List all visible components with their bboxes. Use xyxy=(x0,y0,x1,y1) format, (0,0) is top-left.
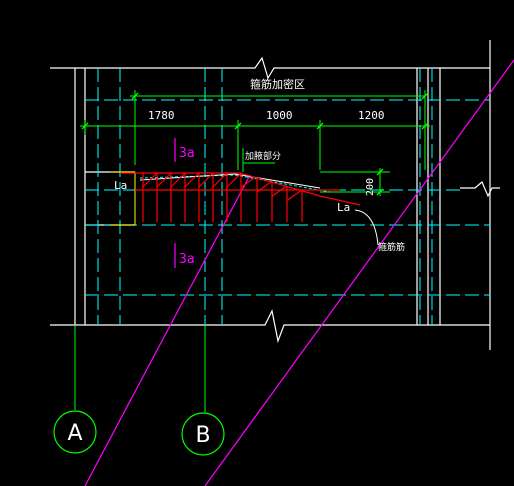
lap-label-left: La xyxy=(114,179,127,192)
dimension-label-1780: 1780 xyxy=(148,109,175,122)
axis-bubble-a xyxy=(53,410,97,454)
rebar-leader xyxy=(354,209,379,246)
stirrup-diagonal xyxy=(286,190,302,202)
haunch-label: 加腋部分 xyxy=(245,150,281,162)
rebar xyxy=(120,172,361,222)
lap-box xyxy=(110,171,136,226)
stirrup-diagonal xyxy=(226,172,242,188)
stirrup-diagonal xyxy=(184,172,200,188)
dimension-label-1000: 1000 xyxy=(266,109,293,122)
stirrup-diagonal xyxy=(256,181,272,193)
dimension-lines xyxy=(74,90,430,412)
dimension-ticks xyxy=(81,92,429,196)
stirrup-diagonal xyxy=(271,185,287,197)
spacing-label-top: 3a xyxy=(179,146,195,161)
axis-bubble-b xyxy=(181,412,225,456)
outline-frame xyxy=(50,40,500,350)
axis-label-b: B xyxy=(195,423,210,448)
axis-label-a: A xyxy=(67,421,82,446)
diagonal-lines xyxy=(84,59,514,486)
stirrup-diagonal xyxy=(170,172,186,188)
lap-label-right: La xyxy=(337,201,350,214)
centerlines xyxy=(85,68,490,325)
stirrup-diagonal xyxy=(156,172,172,188)
dimension-label-200: 200 xyxy=(365,178,376,196)
haunch-outline xyxy=(139,173,331,193)
stirrup-diagonal xyxy=(240,176,256,188)
rebar-note: 箍筋筋 xyxy=(378,241,405,253)
stirrup-diagonal xyxy=(212,172,228,188)
dimension-label-1200: 1200 xyxy=(358,109,385,122)
stirrup-diagonal xyxy=(142,172,158,188)
header-label: 箍筋加密区 xyxy=(250,77,305,91)
spacing-label-bottom: 3a xyxy=(179,252,195,267)
stirrup-diagonal xyxy=(198,172,214,188)
